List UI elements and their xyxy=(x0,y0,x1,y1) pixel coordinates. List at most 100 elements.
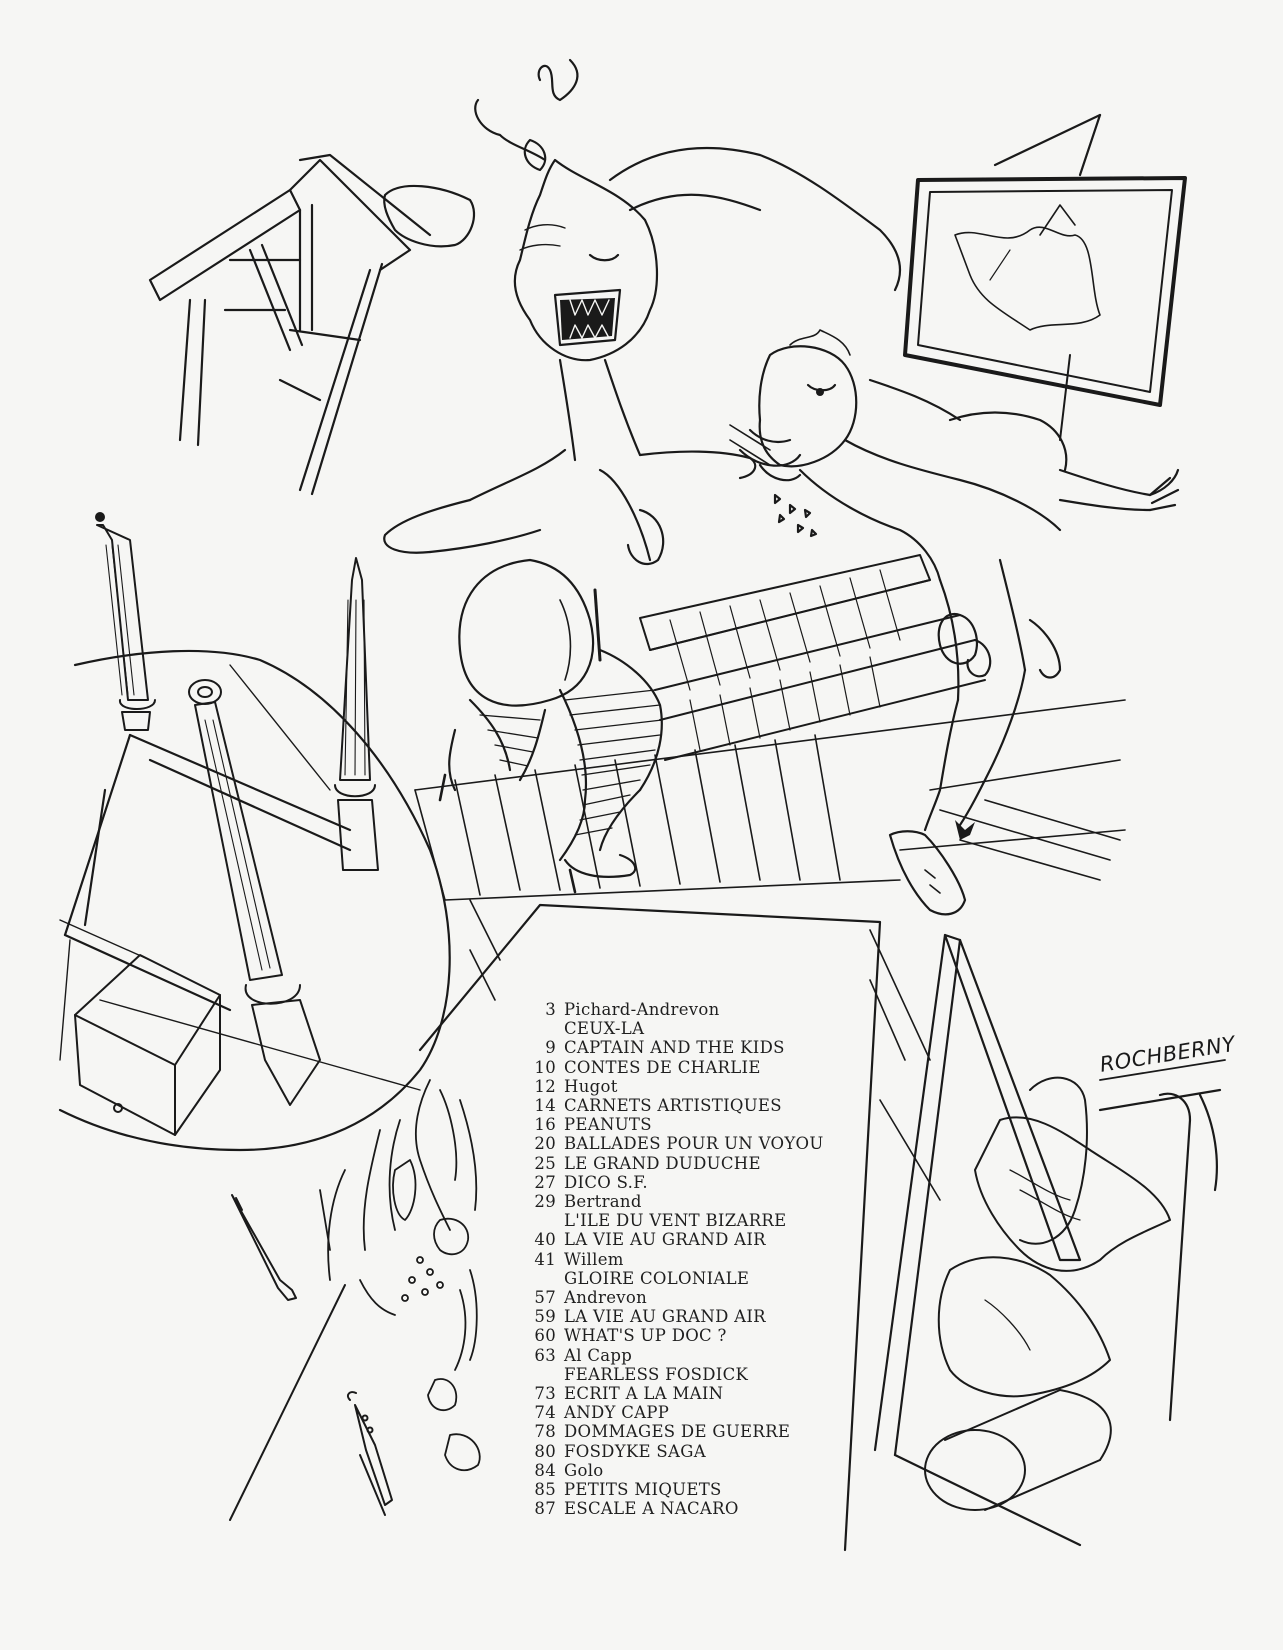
list-item: CEUX-LA xyxy=(522,1019,862,1038)
page-number: 78 xyxy=(534,1422,556,1442)
list-item: 27 DICO S.F. xyxy=(522,1173,862,1192)
page-number: 40 xyxy=(534,1230,556,1250)
entry-title: BALLADES POUR UN VOYOU xyxy=(564,1134,824,1154)
entry-title: CEUX-LA xyxy=(564,1019,645,1039)
page-number: 29 xyxy=(534,1192,556,1212)
page-number: 80 xyxy=(534,1441,556,1461)
list-item: 73 ECRIT A LA MAIN xyxy=(522,1384,862,1403)
hanging-picture-frame xyxy=(905,115,1185,440)
entry-title: ANDY CAPP xyxy=(564,1403,670,1423)
list-item: 87 ESCALE A NACARO xyxy=(522,1499,862,1518)
entry-title: FEARLESS FOSDICK xyxy=(564,1364,749,1384)
list-item: 10 CONTES DE CHARLIE xyxy=(522,1058,862,1077)
list-item: 85 PETITS MIQUETS xyxy=(522,1480,862,1499)
entry-title: CONTES DE CHARLIE xyxy=(564,1057,761,1077)
page-number: 12 xyxy=(534,1076,556,1096)
entry-title: CAPTAIN AND THE KIDS xyxy=(564,1038,785,1058)
entry-title: Andrevon xyxy=(564,1288,648,1308)
entry-title: Willem xyxy=(564,1249,624,1269)
page-number: 59 xyxy=(534,1307,556,1327)
contents-sheet-outline xyxy=(420,905,880,1550)
entry-title: DICO S.F. xyxy=(564,1172,648,1192)
candlestick-left xyxy=(95,512,155,730)
entry-title: LA VIE AU GRAND AIR xyxy=(564,1230,766,1250)
entry-title: PEANUTS xyxy=(564,1115,652,1135)
entry-title: L'ILE DU VENT BIZARRE xyxy=(564,1211,787,1231)
page-number: 10 xyxy=(534,1057,556,1077)
entry-title: Golo xyxy=(564,1460,604,1480)
woman-figure xyxy=(384,60,900,892)
page-number xyxy=(522,1211,564,1230)
entry-title: GLOIRE COLONIALE xyxy=(564,1268,750,1288)
list-item: 16 PEANUTS xyxy=(522,1115,862,1134)
page-number: 60 xyxy=(534,1326,556,1346)
round-table xyxy=(60,651,450,1150)
table-frame xyxy=(65,735,350,1010)
pillows-and-bolster xyxy=(925,1078,1170,1510)
page-number xyxy=(522,1365,564,1384)
page-number: 57 xyxy=(534,1288,556,1308)
page-number: 25 xyxy=(534,1153,556,1173)
food-spill xyxy=(320,1080,480,1470)
falling-chair xyxy=(150,155,474,494)
page-number: 16 xyxy=(534,1115,556,1135)
page-number xyxy=(522,1269,564,1288)
list-item: FEARLESS FOSDICK xyxy=(522,1365,862,1384)
entry-title: DOMMAGES DE GUERRE xyxy=(564,1422,791,1442)
entry-title: ECRIT A LA MAIN xyxy=(564,1384,724,1404)
candlestick-right xyxy=(335,558,378,870)
list-item: 14 CARNETS ARTISTIQUES xyxy=(522,1096,862,1115)
man-figure xyxy=(730,330,1178,914)
list-item: 25 LE GRAND DUDUCHE xyxy=(522,1154,862,1173)
entry-title: Hugot xyxy=(564,1076,618,1096)
entry-title: Pichard-Andrevon xyxy=(564,1000,720,1019)
list-item: 40 LA VIE AU GRAND AIR xyxy=(522,1230,862,1249)
page-number: 84 xyxy=(534,1460,556,1480)
contents-list: 3 Pichard-Andrevon CEUX-LA 9 CAPTAIN AND T… xyxy=(522,1000,862,1518)
page-number: 74 xyxy=(534,1403,556,1423)
list-item: 57 Andrevon xyxy=(522,1288,862,1307)
candlestick-center xyxy=(189,680,320,1105)
list-item: 29 Bertrand xyxy=(522,1192,862,1211)
page-number: 3 xyxy=(545,1000,556,1019)
page-number: 41 xyxy=(534,1249,556,1269)
page-number: 14 xyxy=(534,1096,556,1116)
list-item: 78 DOMMAGES DE GUERRE xyxy=(522,1422,862,1441)
signature-mark xyxy=(1100,1060,1225,1080)
list-item: 74 ANDY CAPP xyxy=(522,1403,862,1422)
list-item: L'ILE DU VENT BIZARRE xyxy=(522,1211,862,1230)
entry-title: PETITS MIQUETS xyxy=(564,1480,722,1500)
list-item: 3 Pichard-Andrevon xyxy=(522,1000,862,1019)
list-item: 60 WHAT'S UP DOC ? xyxy=(522,1326,862,1345)
page-number: 85 xyxy=(534,1480,556,1500)
page-number: 27 xyxy=(534,1172,556,1192)
entry-title: FOSDYKE SAGA xyxy=(564,1441,706,1461)
list-item: 41 Willem xyxy=(522,1250,862,1269)
entry-title: Al Capp xyxy=(564,1345,633,1365)
page-number xyxy=(522,1019,564,1038)
fork xyxy=(348,1392,392,1505)
list-item: 9 CAPTAIN AND THE KIDS xyxy=(522,1038,862,1057)
list-item: GLOIRE COLONIALE xyxy=(522,1269,862,1288)
entry-title: Bertrand xyxy=(564,1192,642,1212)
page-number: 9 xyxy=(545,1038,556,1058)
page-number: 63 xyxy=(534,1345,556,1365)
staircase xyxy=(640,555,985,760)
entry-title: CARNETS ARTISTIQUES xyxy=(564,1096,782,1116)
entry-title: LE GRAND DUDUCHE xyxy=(564,1153,761,1173)
list-item: 84 Golo xyxy=(522,1461,862,1480)
page-number: 87 xyxy=(534,1499,556,1519)
list-item: 12 Hugot xyxy=(522,1077,862,1096)
page-number: 73 xyxy=(534,1384,556,1404)
knife xyxy=(232,1195,296,1300)
drawer-box xyxy=(75,955,220,1135)
entry-title: WHAT'S UP DOC ? xyxy=(564,1326,727,1346)
bedroom-window xyxy=(875,935,1220,1545)
entry-title: ESCALE A NACARO xyxy=(564,1499,739,1519)
list-item: 63 Al Capp xyxy=(522,1346,862,1365)
list-item: 80 FOSDYKE SAGA xyxy=(522,1442,862,1461)
table-edge-lines xyxy=(230,1285,385,1520)
